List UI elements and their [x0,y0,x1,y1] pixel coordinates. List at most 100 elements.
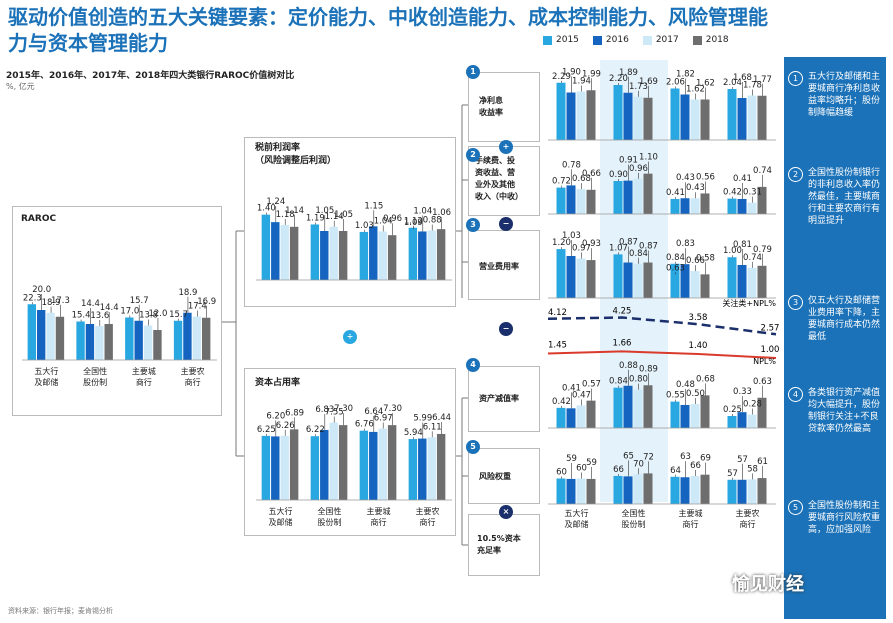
bar-fee-2016-g2 [680,198,690,214]
times-operator: × [499,505,513,519]
category-label: 及邮储 [34,377,58,387]
bar-opex-2016-g1 [623,262,633,298]
data-label-rwa: 72 [643,452,654,462]
data-label-nim: 2.04 [723,78,742,88]
bar-rwa-2015-g3 [727,479,737,504]
data-label-impair: 0.57 [582,380,601,390]
bar-fee-2016-g0 [566,185,576,214]
legend: 2015 2016 2017 2018 [543,35,729,45]
data-label-nim: 1.90 [562,68,581,78]
step-4-badge: 4 [466,358,480,372]
legend-2016: 2016 [592,35,629,45]
pretax-title: 税前利润率 （风险调整后利润） [255,143,337,166]
category-label: 股份制 [622,519,646,529]
data-label-raroc: 18.9 [178,288,197,298]
bar-impair-2018-g2 [700,395,710,428]
data-label-opex: 0.74 [743,253,762,263]
bar-impair-2018-g0 [586,400,596,428]
data-label-rwa: 66 [613,465,624,475]
bar-fee-2018-g1 [643,173,653,214]
data-label-capital: 6.76 [355,420,374,430]
data-label-impair: 0.89 [639,364,658,374]
data-label-pretax: 1.19 [306,213,325,223]
bar-fee-2018-g3 [757,186,767,214]
data-label-fee: 1.10 [639,153,658,163]
data-label-pretax: 1.14 [285,206,304,216]
bar-pretax-2015-g2 [359,231,369,280]
data-label-capital: 5.94 [404,428,423,438]
data-label-pretax: 1.04 [374,216,393,226]
data-label-nim: 1.68 [733,73,752,83]
data-label-impair: 0.41 [562,383,581,393]
data-label-rwa: 57 [737,455,748,465]
data-label-raroc: 12.0 [148,309,167,319]
bar-pretax-2017-g2 [378,231,387,280]
bar-nim-2017-g3 [747,95,757,140]
data-label-raroc: 17.0 [120,307,139,317]
minus-operator-npl: − [499,322,513,336]
data-label-impair: 0.33 [733,387,752,397]
data-label-nim: 1.94 [572,77,591,87]
bar-impair-2017-g3 [747,414,757,428]
npl-watch-value: 4.12 [548,308,567,318]
data-label-capital: 6.64 [364,407,383,417]
bar-raroc-2017-g1 [95,326,104,360]
bar-opex-2016-g3 [737,264,747,298]
line-watch-npl [547,316,777,336]
bar-impair-2015-g0 [556,407,566,428]
bar-pretax-2015-g1 [310,224,320,280]
data-label-capital: 7.55 [325,408,344,418]
data-label-fee: 0.90 [609,170,628,180]
data-label-rwa: 64 [670,466,681,476]
data-label-fee: 0.91 [619,156,638,166]
bar-rwa-2018-g2 [700,474,710,504]
data-label-rwa: 66 [690,461,701,471]
data-label-pretax: 1.03 [355,221,374,231]
bar-capital-2015-g1 [310,436,320,500]
data-label-impair: 0.63 [753,377,772,387]
npl-series-label: NPL% [753,357,776,366]
bar-impair-2015-g2 [670,401,680,428]
data-label-impair: 0.47 [572,390,591,400]
bar-pretax-2016-g1 [320,231,329,280]
bar-pretax-2018-g0 [289,226,299,280]
data-label-impair: 0.25 [723,405,742,415]
bar-rwa-2016-g2 [680,477,690,504]
data-label-raroc: 13.6 [90,311,109,321]
data-label-raroc: 14.4 [100,303,119,313]
bar-impair-2018-g3 [757,397,767,428]
bar-raroc-2018-g1 [104,324,113,360]
bar-impair-2016-g1 [623,385,633,428]
bar-opex-2015-g1 [613,254,623,298]
bar-nim-2017-g1 [633,96,643,140]
bar-raroc-2015-g0 [27,304,36,360]
raroc-title: RAROC [21,214,57,224]
bar-rwa-2015-g2 [670,476,680,504]
data-label-fee: 0.41 [666,188,685,198]
data-label-opex: 0.93 [582,239,601,249]
bar-fee-2016-g3 [737,198,747,214]
data-label-rwa: 59 [586,458,597,468]
bar-nim-2018-g2 [700,99,710,140]
category-label: 主要农 [416,506,440,516]
npl-label: 资产减值率 [479,394,519,403]
data-label-rwa: 60 [576,464,587,474]
bar-rwa-2018-g1 [643,473,653,504]
bar-fee-2015-g2 [670,198,680,214]
npl-value: 1.66 [613,338,632,348]
bar-nim-2018-g3 [757,95,767,140]
npl-value: 1.00 [761,345,780,355]
step-1-badge: 1 [466,65,480,79]
data-label-fee: 0.66 [582,169,601,179]
data-label-nim: 1.62 [696,79,715,89]
bar-impair-2016-g0 [566,408,576,428]
bar-raroc-2016-g0 [37,310,46,360]
data-label-nim: 1.89 [619,68,638,78]
bar-opex-2016-g0 [566,256,576,298]
bar-pretax-2016-g2 [369,226,378,280]
bar-impair-2017-g2 [690,404,700,428]
bar-opex-2015-g3 [727,257,737,298]
